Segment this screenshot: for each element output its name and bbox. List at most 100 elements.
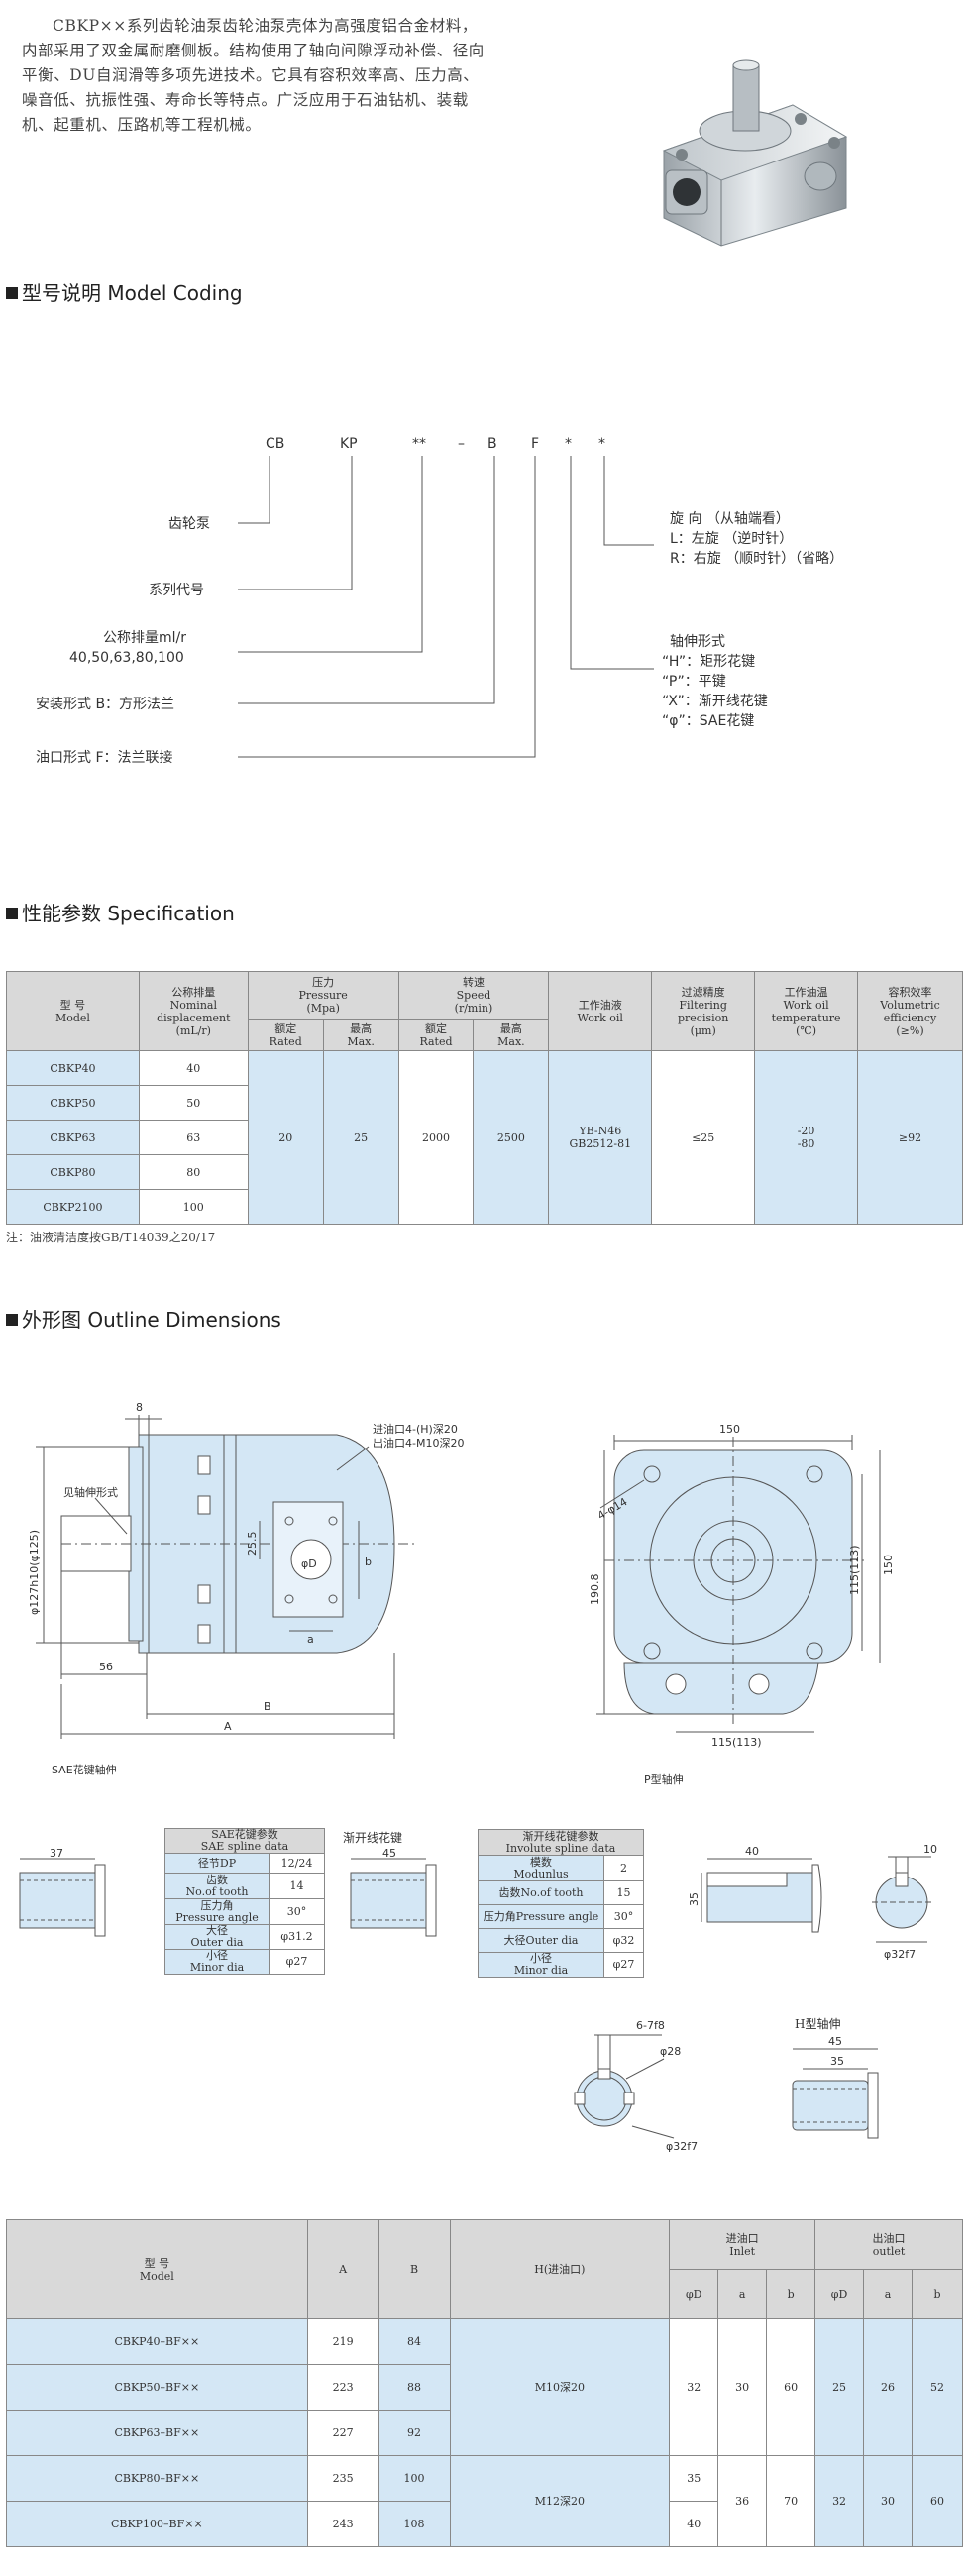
dims-inlet-a: 36: [717, 2455, 768, 2547]
front-dim-115-bottom: 115(113): [711, 1736, 762, 1749]
spec-disp-cell: 40: [138, 1050, 249, 1086]
square-bullet-icon: [6, 287, 18, 299]
dims-header-b: B: [378, 2219, 451, 2319]
sae-table-value: 14: [269, 1873, 325, 1899]
code-rotation: *: [598, 436, 605, 452]
spec-note: 注：油液清洁度按GB/T14039之20/17: [6, 1231, 216, 1244]
dims-outlet-a: 30: [863, 2455, 913, 2547]
section-title-outline: 外形图 Outline Dimensions: [6, 1304, 281, 1333]
coding-shaft-title: 轴伸形式: [670, 634, 725, 650]
model-coding-diagram: CB KP ** – B F * * 齿轮泵 系列代号 公称排量ml/r 40,…: [36, 436, 843, 766]
spec-disp-cell: 50: [138, 1085, 249, 1121]
key-shaft-dia: φ32f7: [884, 1948, 916, 1961]
intro-text: CBKP××系列齿轮油泵齿轮油泵壳体为高强度铝合金材料，内部采用了双金属耐磨侧板…: [22, 17, 485, 134]
dims-inlet-phid: 40: [669, 2501, 719, 2547]
inv-table-value: 2: [603, 1855, 644, 1881]
key-shaft-height: 35: [688, 1892, 701, 1906]
section-title-model-coding: 型号说明 Model Coding: [6, 277, 243, 306]
dims-b-cell: 100: [378, 2455, 451, 2502]
dim-b-upper: B: [264, 1700, 271, 1713]
spec-model-cell: CBKP2100: [6, 1189, 140, 1225]
key-shaft-length: 40: [745, 1845, 759, 1858]
coding-pump-label: 齿轮泵: [168, 516, 210, 532]
front-caption: P型轴伸: [644, 1772, 684, 1786]
dims-header-outlet-b: b: [912, 2269, 963, 2319]
dims-outlet-b: 52: [912, 2318, 963, 2456]
spec-pressure-max: 25: [322, 1050, 399, 1225]
inv-table-value: φ32: [603, 1928, 644, 1953]
spec-efficiency: ≥92: [857, 1050, 963, 1225]
inv-table-value: φ27: [603, 1952, 644, 1978]
coding-mount-label: 安装形式 B：方形法兰: [36, 697, 174, 712]
dims-inlet-phid: 32: [669, 2318, 719, 2456]
code-dash: –: [458, 436, 465, 452]
dim-phid: φD: [301, 1557, 317, 1570]
code-displacement: **: [412, 436, 426, 452]
spec-disp-cell: 63: [138, 1120, 249, 1155]
code-kp: KP: [340, 436, 358, 452]
involute-title: 渐开线花键: [343, 1831, 403, 1845]
dim-a-upper: A: [224, 1720, 232, 1733]
spec-speed-rated: 2000: [397, 1050, 475, 1225]
front-dim-190: 190.8: [589, 1574, 601, 1606]
sae-table-value: φ31.2: [269, 1924, 325, 1950]
square-bullet-icon: [6, 908, 18, 919]
inv-table-key: 齿数No.of tooth: [478, 1880, 604, 1905]
sae-shaft-length: 37: [50, 1847, 63, 1860]
section-title-spec: 性能参数 Specification: [6, 898, 235, 926]
spec-pressure-rated: 20: [247, 1050, 324, 1225]
dims-model-cell: CBKP80–BF××: [6, 2455, 308, 2502]
coding-rotation-right: R：右旋 （顺时针）（省略）: [670, 551, 843, 567]
sae-table-value: 30°: [269, 1898, 325, 1925]
dim-b: b: [365, 1556, 372, 1568]
code-cb: CB: [266, 436, 284, 452]
dim-25-5: 25.5: [246, 1532, 259, 1556]
dim-a: a: [307, 1633, 314, 1646]
sae-table-value: φ27: [269, 1949, 325, 1975]
dims-model-cell: CBKP63–BF××: [6, 2410, 308, 2456]
pump-photo: [662, 59, 848, 247]
dims-a-cell: 243: [306, 2501, 379, 2547]
dims-inlet-a: 30: [717, 2318, 768, 2456]
dim-shaft-dia: φ127h10(φ125): [28, 1530, 41, 1615]
dims-b-cell: 88: [378, 2364, 451, 2411]
dims-h-cell: M10深20: [449, 2318, 671, 2456]
code-shaft: *: [565, 436, 572, 452]
spec-temp: -20-80: [754, 1050, 859, 1225]
dims-header-outlet-a: a: [863, 2269, 913, 2319]
dims-header-inlet-a: a: [717, 2269, 768, 2319]
spec-model-cell: CBKP50: [6, 1085, 140, 1121]
dims-h-cell: M12深20: [449, 2455, 671, 2547]
dim-8: 8: [136, 1401, 143, 1414]
coding-series-label: 系列代号: [149, 583, 204, 598]
coding-rotation-title: 旋 向 （从轴端看）: [670, 511, 790, 527]
rect-spline-drawing: 6-7f8 φ28 φ32f7: [574, 2019, 698, 2153]
dims-header-h: H(进油口): [449, 2219, 671, 2319]
port-out-label: 出油口4-M10深20: [373, 1436, 464, 1449]
inv-table-value: 30°: [603, 1904, 644, 1929]
dims-header-inlet-phid: φD: [669, 2269, 719, 2319]
inv-table-key: 压力角Pressure angle: [478, 1904, 604, 1929]
dims-model-cell: CBKP100–BF××: [6, 2501, 308, 2547]
dims-inlet-phid: 35: [669, 2455, 719, 2502]
dims-model-cell: CBKP50–BF××: [6, 2364, 308, 2411]
coding-shaft-sae: “φ”：SAE花键: [662, 713, 754, 729]
side-caption: SAE花键轴伸: [52, 1763, 117, 1776]
coding-port-label: 油口形式 F：法兰联接: [36, 749, 173, 766]
